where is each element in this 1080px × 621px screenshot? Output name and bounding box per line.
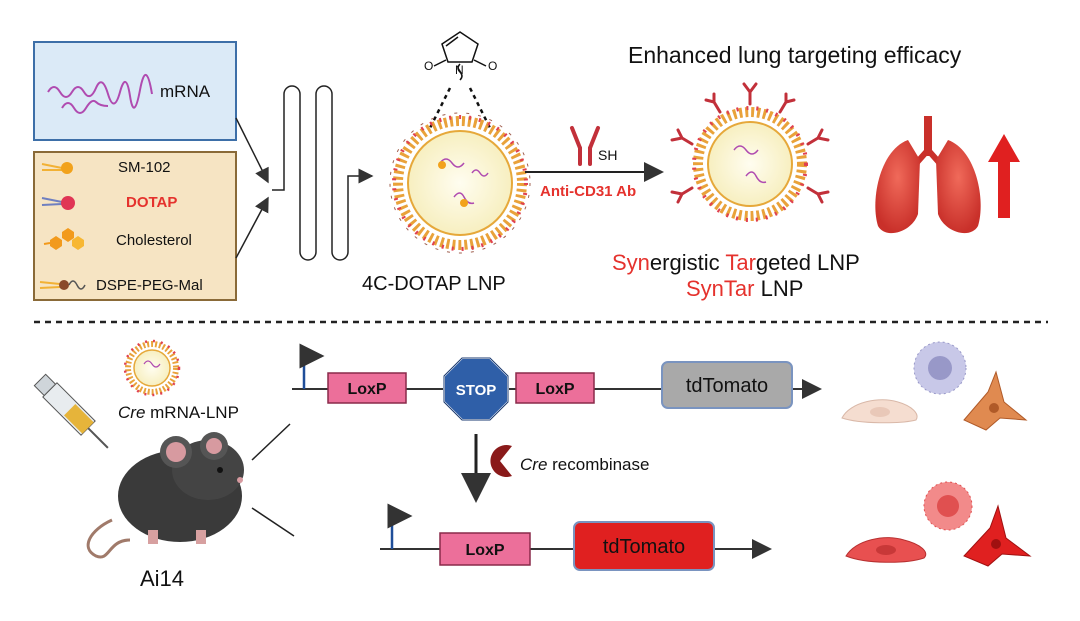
maleimide-icon (428, 31, 492, 129)
loxp-label-1: LoxP (347, 381, 386, 398)
mouse-icon (86, 432, 244, 559)
mrna-label: mRNA (160, 82, 211, 101)
lipid-label-dotap: DOTAP (126, 194, 177, 211)
cells-labeled-icon (845, 481, 1032, 567)
lnp-particle-4c-dotap (389, 112, 531, 254)
mrna-strand-icon (47, 74, 153, 109)
tdtomato-box-red (573, 521, 715, 571)
cre-recombinase-icon (490, 445, 512, 477)
mrna-box: mRNA (33, 41, 237, 141)
guide-line-upper (251, 423, 291, 461)
promoter-arrow-icon-2 (387, 503, 413, 549)
peg-icon (39, 280, 86, 290)
tdtomato-box-gray (661, 361, 793, 409)
syntar-line2: SynTar LNP (686, 276, 803, 301)
loxp-label-3: LoxP (465, 542, 504, 559)
lipid-red-icon (41, 196, 75, 210)
maleimide-atom-o-left: O (424, 59, 433, 73)
lungs-icon (875, 116, 981, 234)
lipid-label-peg: DSPE-PEG-Mal (96, 277, 203, 294)
lipid-yellow-icon (41, 162, 73, 174)
syntar-line1: Synergistic Targeted LNP (612, 250, 860, 275)
reporter-construct-unrecombined: LoxP STOP LoxP tdTomato (292, 343, 822, 421)
loxp-box-2 (515, 372, 595, 404)
syringe-icon (33, 373, 109, 449)
maleimide-atom-o-right: O (488, 59, 497, 73)
recombinase-label: Cre recombinase (520, 455, 649, 474)
antibody-label: Anti-CD31 Ab (540, 183, 636, 200)
cholesterol-icon (43, 228, 84, 250)
maleimide-atom-n: N (455, 63, 464, 77)
tdtomato-label-red: tdTomato (603, 536, 685, 558)
lnp-label: 4C-DOTAP LNP (362, 273, 506, 295)
cre-lnp-label: Cre mRNA-LNP (118, 403, 239, 422)
lipid-label-sm102: SM-102 (118, 159, 171, 176)
lnp-particle-syntar (670, 82, 830, 222)
stop-label: STOP (456, 382, 497, 399)
increase-arrow-icon (988, 134, 1020, 218)
tdtomato-label-gray: tdTomato (686, 375, 768, 397)
lipid-label-cholesterol: Cholesterol (116, 232, 192, 249)
cre-lnp-icon (123, 339, 181, 397)
promoter-arrow-icon (299, 343, 325, 389)
microfluidic-mixer (235, 85, 374, 261)
guide-line-lower (251, 507, 295, 537)
reporter-construct-recombined: LoxP tdTomato (380, 503, 772, 571)
mouse-label: Ai14 (140, 566, 184, 591)
cells-unlabeled-icon (841, 341, 1028, 431)
antibody-sh-label: SH (598, 147, 617, 163)
lipid-box: SM-102 DOTAP Cholesterol DSPE-PEG-Mal (33, 151, 237, 301)
antibody-icon (570, 126, 600, 166)
loxp-label-2: LoxP (535, 381, 574, 398)
loxp-box-3 (439, 532, 531, 566)
headline: Enhanced lung targeting efficacy (628, 42, 962, 68)
loxp-box-1 (327, 372, 407, 404)
